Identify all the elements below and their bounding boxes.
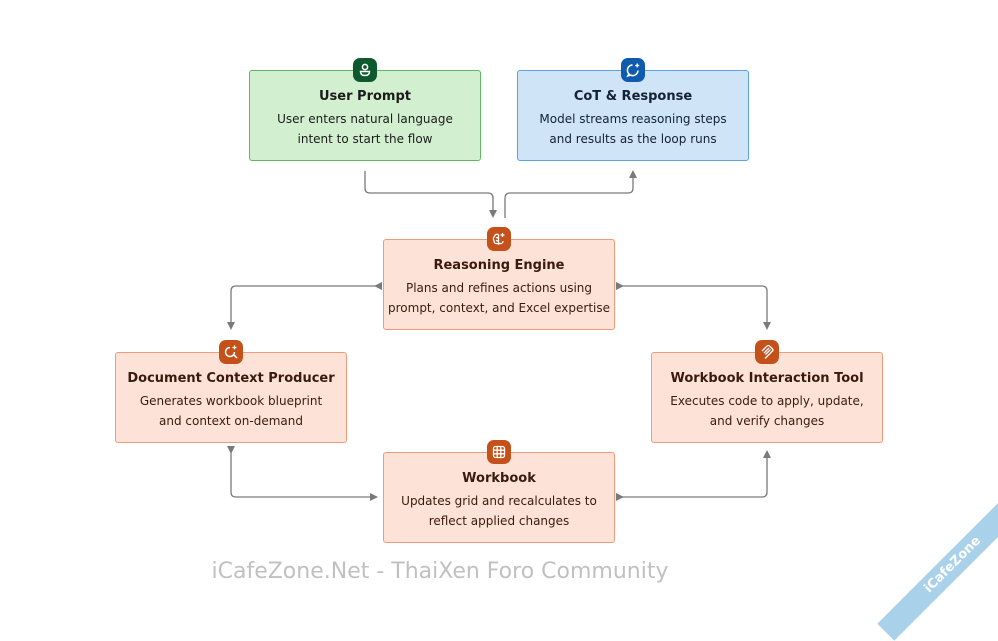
chat-sparkle-icon	[621, 58, 645, 82]
edge-reasoning-to-cot	[504, 170, 637, 218]
tool-icon	[755, 340, 779, 364]
node-description: Generates workbook blueprint and context…	[116, 391, 346, 431]
grid-icon	[487, 440, 511, 464]
edge-doc-context-workbook	[227, 446, 378, 501]
node-title: CoT & Response	[573, 89, 693, 104]
desc-line: Executes code to apply, update,	[670, 394, 864, 408]
node-description: Plans and refines actions using prompt, …	[384, 278, 614, 318]
desc-line: prompt, context, and Excel expertise	[388, 301, 610, 315]
person-icon	[353, 58, 377, 82]
desc-line: and context on-demand	[159, 414, 303, 428]
node-title: Reasoning Engine	[433, 258, 565, 273]
node-description: Executes code to apply, update, and veri…	[652, 391, 882, 431]
node-workbook[interactable]: Workbook Updates grid and recalculates t…	[383, 440, 615, 543]
node-title: Document Context Producer	[127, 371, 335, 386]
desc-line: User enters natural language	[277, 112, 453, 126]
node-title: Workbook Interaction Tool	[670, 371, 864, 386]
desc-line: reflect applied changes	[428, 514, 570, 528]
brain-sparkle-icon	[487, 227, 511, 251]
desc-line: Generates workbook blueprint	[139, 394, 323, 408]
connector-layer	[227, 170, 771, 501]
edge-interaction-tool-workbook	[616, 450, 771, 501]
desc-line: Updates grid and recalculates to	[401, 494, 597, 508]
node-workbook-interaction-tool[interactable]: Workbook Interaction Tool Executes code …	[651, 340, 883, 443]
node-description: Model streams reasoning steps and result…	[518, 109, 748, 149]
desc-line: and verify changes	[709, 414, 825, 428]
desc-line: intent to start the flow	[297, 132, 433, 146]
node-document-context-producer[interactable]: Document Context Producer Generates work…	[115, 340, 347, 443]
edge-user-prompt-to-reasoning	[364, 171, 497, 218]
node-title: User Prompt	[319, 89, 411, 104]
edge-reasoning-doc-context	[227, 282, 382, 330]
desc-line: Plans and refines actions using	[405, 281, 593, 295]
node-reasoning-engine[interactable]: Reasoning Engine Plans and refines actio…	[383, 227, 615, 330]
node-description: Updates grid and recalculates to reflect…	[384, 491, 614, 531]
desc-line: and results as the loop runs	[549, 132, 717, 146]
edge-reasoning-interaction-tool	[616, 282, 771, 330]
search-sparkle-icon	[219, 340, 243, 364]
node-user-prompt[interactable]: User Prompt User enters natural language…	[249, 58, 481, 161]
node-cot-response[interactable]: CoT & Response Model streams reasoning s…	[517, 58, 749, 161]
node-title: Workbook	[462, 471, 536, 486]
desc-line: Model streams reasoning steps	[539, 112, 727, 126]
node-description: User enters natural language intent to s…	[250, 109, 480, 149]
